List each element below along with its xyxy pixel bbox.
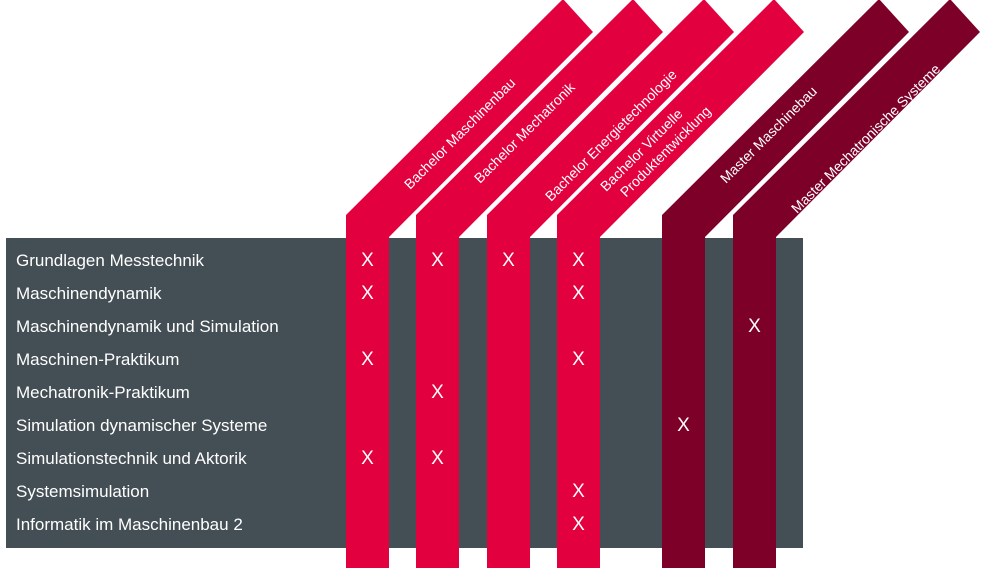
course-row: Maschinendynamik: [16, 284, 162, 303]
program-ribbon-shape: [662, 0, 909, 568]
mark-cell: X: [572, 349, 585, 370]
program-ribbon-shape: [487, 0, 734, 568]
course-row: Informatik im Maschinenbau 2: [16, 515, 243, 534]
mark-cell: X: [361, 250, 374, 271]
course-row: Simulation dynamischer Systeme: [16, 416, 268, 435]
mark-cell: X: [361, 349, 374, 370]
mark-cell: X: [431, 448, 444, 469]
mark-cell: X: [748, 316, 761, 337]
mark-cell: X: [572, 283, 585, 304]
course-row: Maschinendynamik und Simulation: [16, 317, 279, 336]
course-row: Grundlagen Messtechnik: [16, 251, 205, 270]
course-row: Systemsimulation: [16, 482, 150, 501]
mark-cell: X: [431, 250, 444, 271]
course-row: Maschinen-Praktikum: [16, 350, 180, 369]
program-ribbon-shape: [346, 0, 593, 568]
mark-cell: X: [677, 415, 690, 436]
course-row: Mechatronik-Praktikum: [16, 383, 190, 402]
mark-cell: X: [572, 250, 585, 271]
mark-cell: X: [431, 382, 444, 403]
program-ribbon: Master Mechatronische Systeme: [733, 0, 980, 568]
program-ribbon-shape: [557, 0, 804, 568]
mark-cell: X: [502, 250, 515, 271]
program-ribbon-shape: [733, 0, 980, 568]
mark-cell: X: [572, 514, 585, 535]
mark-cell: X: [361, 448, 374, 469]
program-ribbon-shape: [416, 0, 663, 568]
course-row: Simulationstechnik und Aktorik: [16, 449, 247, 468]
mark-cell: X: [572, 481, 585, 502]
mark-cell: X: [361, 283, 374, 304]
